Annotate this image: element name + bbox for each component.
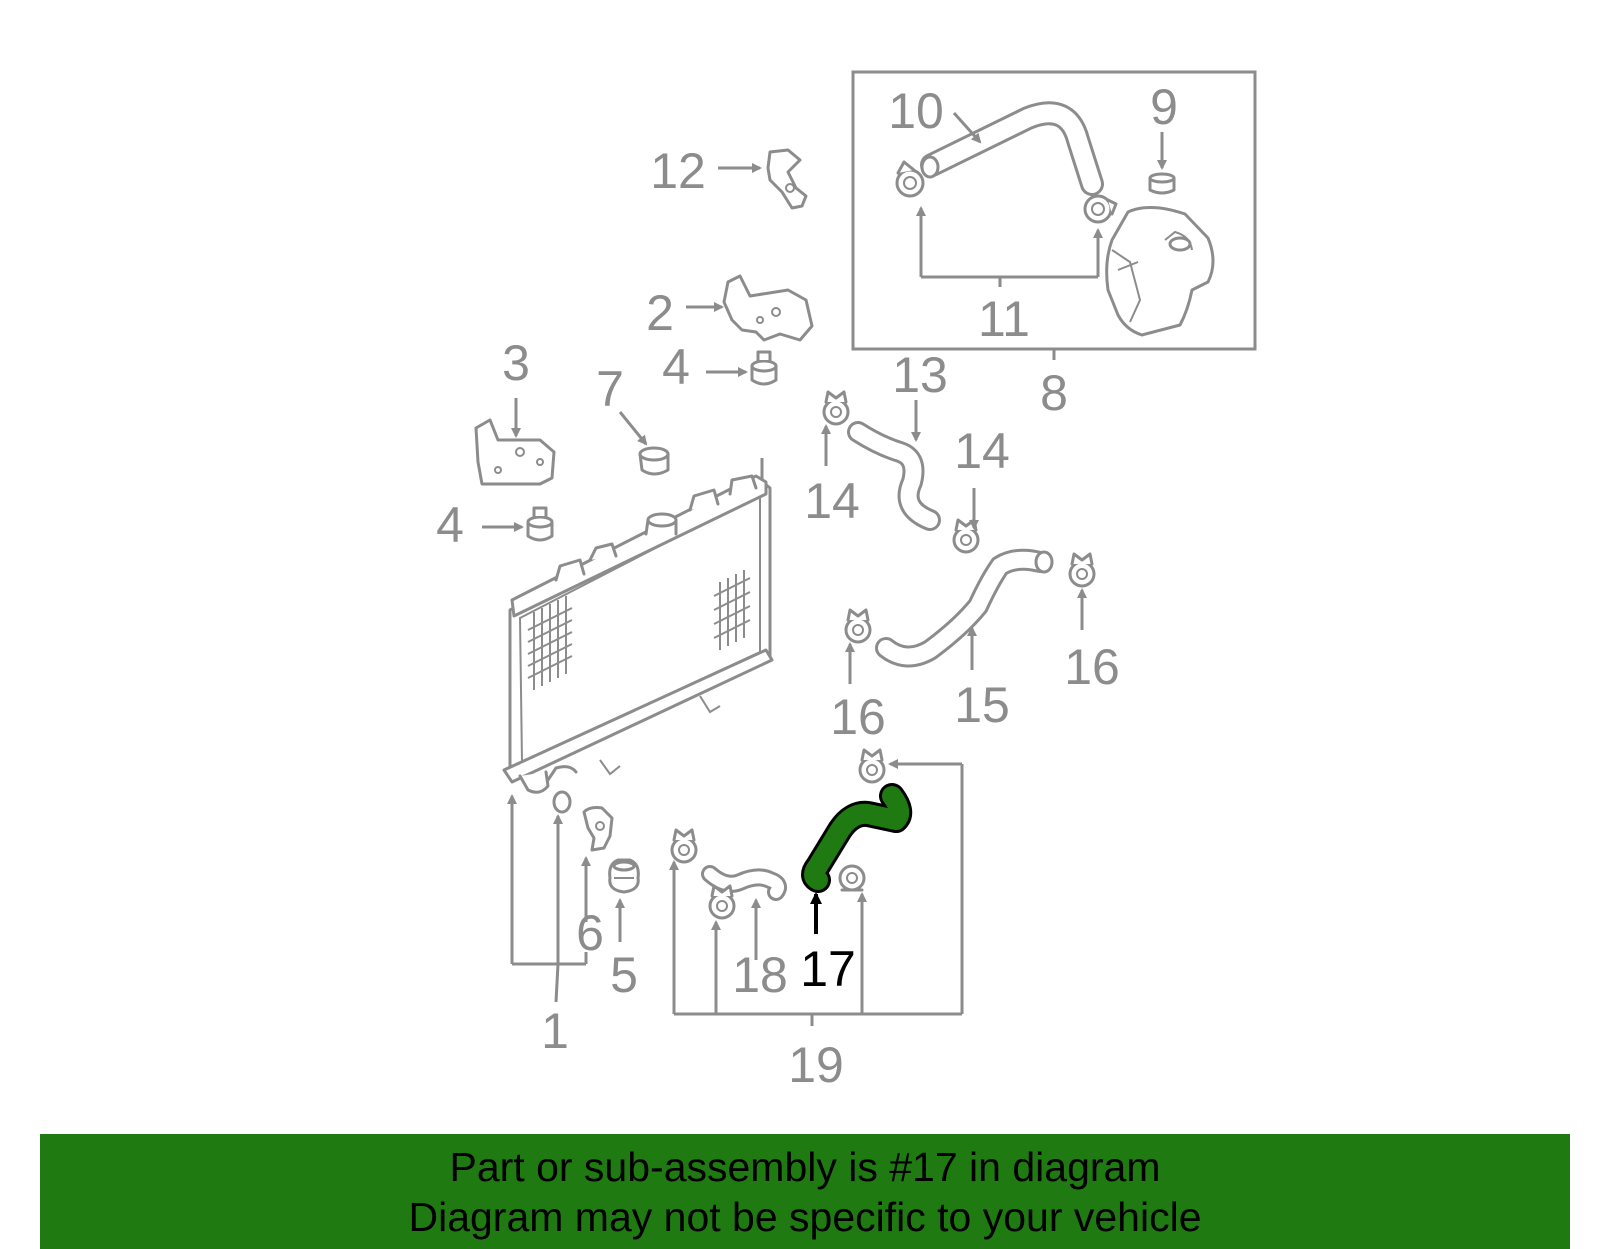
- label-3: 3: [502, 335, 530, 391]
- reservoir-hose-part-10: [920, 101, 1104, 196]
- banner-line-part-info: Part or sub-assembly is #17 in diagram: [449, 1143, 1161, 1190]
- label-2: 2: [646, 285, 674, 341]
- lower-radiator-hose-part-15: [875, 548, 1054, 668]
- hose-clamp-part-19-a: [670, 828, 698, 864]
- lower-mount-bracket-part-3: [474, 418, 556, 486]
- label-14-left: 14: [804, 473, 860, 529]
- label-14-right: 14: [954, 423, 1010, 479]
- hose-clamp-part-14-left: [822, 390, 850, 426]
- hose-clamp-part-19-c: [838, 864, 866, 892]
- mount-bushing-part-4-lower: [526, 506, 554, 542]
- label-6: 6: [576, 905, 604, 961]
- coolant-reservoir-tank-part-8: [1105, 206, 1215, 337]
- label-18: 18: [732, 947, 788, 1003]
- hose-clamp-part-11-left: [895, 160, 925, 198]
- reservoir-cap-part-9: [1148, 172, 1176, 195]
- hose-clamp-part-16-right: [1068, 552, 1096, 588]
- mount-bushing-part-4-upper: [750, 350, 778, 386]
- label-19: 19: [788, 1037, 844, 1093]
- label-16-left: 16: [830, 689, 886, 745]
- label-17: 17: [800, 941, 856, 997]
- label-4-upper: 4: [662, 339, 690, 395]
- label-7: 7: [596, 361, 624, 417]
- label-10: 10: [888, 83, 944, 139]
- upper-mount-bracket-part-2: [722, 274, 814, 342]
- hose-clamp-part-19-b: [708, 884, 736, 920]
- bracket-part-12: [766, 148, 808, 210]
- radiator: [502, 458, 774, 794]
- upper-radiator-hose-part-13: [847, 421, 941, 531]
- label-9: 9: [1150, 79, 1178, 135]
- banner-line-disclaimer: Diagram may not be specific to your vehi…: [408, 1193, 1202, 1240]
- parts-diagram: 1 2 3 4 4 5 6 7 8 9 10 11 12 13 14 14 15…: [436, 70, 1257, 1093]
- label-12: 12: [650, 143, 706, 199]
- hose-clamp-part-11-right: [1083, 194, 1118, 224]
- hose-clamp-part-14-right: [952, 518, 980, 554]
- radiator-cap-part-7: [638, 446, 670, 476]
- label-15: 15: [954, 677, 1010, 733]
- highlighted-hose-part-17: [801, 783, 913, 893]
- label-13: 13: [892, 347, 948, 403]
- bypass-hose-part-18: [701, 865, 787, 901]
- grommet-part-5: [608, 858, 640, 894]
- label-16-right: 16: [1064, 639, 1120, 695]
- label-11: 11: [978, 291, 1030, 347]
- label-1: 1: [541, 1003, 569, 1059]
- info-banner: Part or sub-assembly is #17 in diagram D…: [40, 1134, 1570, 1249]
- o-ring-part-1: [552, 790, 572, 814]
- label-5: 5: [610, 947, 638, 1003]
- drain-elbow-part-6: [582, 806, 614, 852]
- hose-clamp-part-16-left: [844, 608, 872, 644]
- label-4-lower: 4: [436, 497, 464, 553]
- hose-clamp-part-19-d: [858, 748, 886, 784]
- label-8: 8: [1040, 365, 1068, 421]
